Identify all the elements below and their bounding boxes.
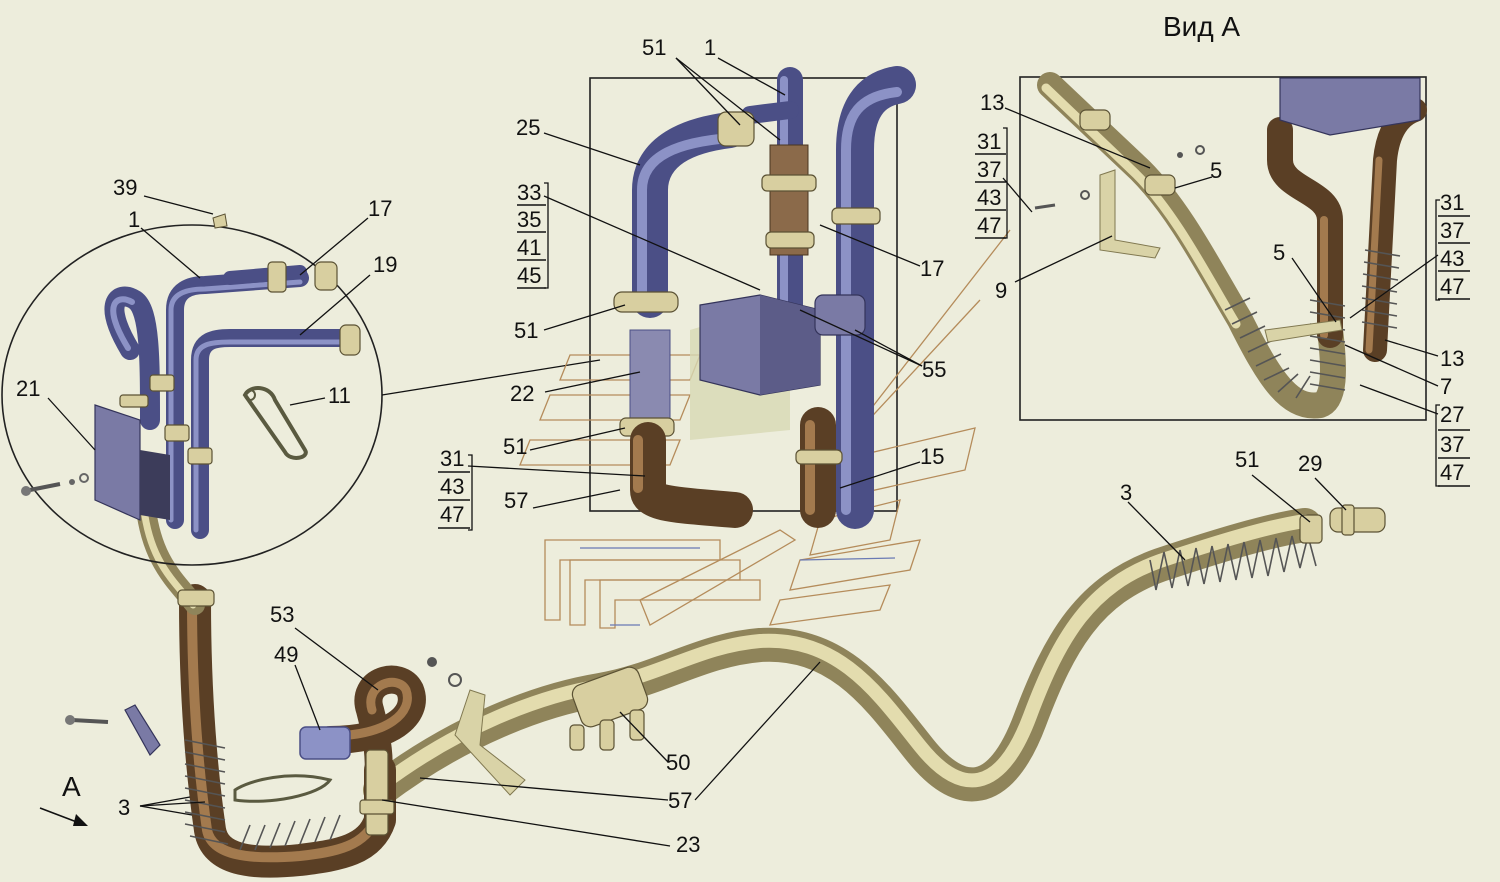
valve-block-50 (569, 666, 649, 751)
label-35: 35 (517, 207, 541, 232)
label-49: 49 (274, 642, 298, 667)
spring-guard-3-left (184, 739, 341, 851)
label-51-top: 51 (642, 35, 666, 60)
label-19: 19 (373, 252, 397, 277)
label-43-b: 43 (1440, 246, 1464, 271)
label-37-a: 37 (977, 157, 1001, 182)
label-51-mid: 51 (514, 318, 538, 343)
label-23: 23 (676, 832, 700, 857)
bracket-near-50 (427, 657, 526, 796)
leader-lines (47, 57, 1439, 847)
label-51-right: 51 (1235, 447, 1259, 472)
label-29: 29 (1298, 451, 1322, 476)
hose-53 (316, 665, 426, 794)
label-43-a: 43 (977, 185, 1001, 210)
tee-23 (359, 749, 395, 836)
label-31-b: 31 (1440, 190, 1464, 215)
bracket-bottom-left (124, 704, 333, 803)
pipe-49 (299, 726, 351, 760)
label-37-c: 37 (1440, 432, 1464, 457)
label-9: 9 (995, 278, 1007, 303)
view-arrow-label: А (62, 771, 81, 802)
label-3-right: 3 (1120, 480, 1132, 505)
bolt-bottom-left (65, 715, 109, 725)
label-underlines (438, 153, 1470, 529)
label-21: 21 (16, 376, 40, 401)
view-a-title: Вид А (1163, 11, 1240, 42)
label-51-low: 51 (503, 434, 527, 459)
label-39: 39 (113, 175, 137, 200)
label-22: 22 (510, 381, 534, 406)
label-1-top: 1 (704, 35, 716, 60)
label-5-top: 5 (1210, 158, 1222, 183)
label-43-mid: 43 (440, 474, 464, 499)
union-29 (1299, 504, 1386, 544)
label-17-left: 17 (368, 196, 392, 221)
label-47-c: 47 (1440, 460, 1464, 485)
label-31-mid: 31 (440, 446, 464, 471)
detail-box-view-a (1019, 72, 1427, 421)
label-47-mid: 47 (440, 502, 464, 527)
detail-circle-left (1, 213, 601, 566)
label-15: 15 (920, 444, 944, 469)
label-11: 11 (328, 383, 351, 408)
label-41: 41 (517, 235, 541, 260)
label-17-mid: 17 (920, 256, 944, 281)
label-47-b: 47 (1440, 274, 1464, 299)
label-25: 25 (516, 115, 540, 140)
label-5-right: 5 (1273, 240, 1285, 265)
callout-labels: 39 1 17 19 21 11 51 1 25 33 35 41 45 51 … (16, 35, 1464, 857)
label-57-low: 57 (668, 788, 692, 813)
label-27: 27 (1440, 402, 1464, 427)
label-50: 50 (666, 750, 690, 775)
label-31-a: 31 (977, 129, 1001, 154)
label-13-top: 13 (980, 90, 1004, 115)
label-55: 55 (922, 357, 946, 382)
label-7: 7 (1440, 374, 1452, 399)
view-arrow-icon (39, 807, 88, 826)
label-47-a: 47 (977, 213, 1001, 238)
label-1-left: 1 (128, 207, 140, 232)
left-u-hose (179, 584, 396, 878)
label-3-left: 3 (118, 795, 130, 820)
left-riser-pipe (135, 490, 215, 615)
detail-box-center (519, 66, 1011, 629)
label-13-right: 13 (1440, 346, 1464, 371)
label-45: 45 (517, 263, 541, 288)
spring-guard-3-right (1149, 532, 1317, 591)
label-57-mid: 57 (504, 488, 528, 513)
label-37-b: 37 (1440, 218, 1464, 243)
label-33: 33 (517, 180, 541, 205)
label-53: 53 (270, 602, 294, 627)
